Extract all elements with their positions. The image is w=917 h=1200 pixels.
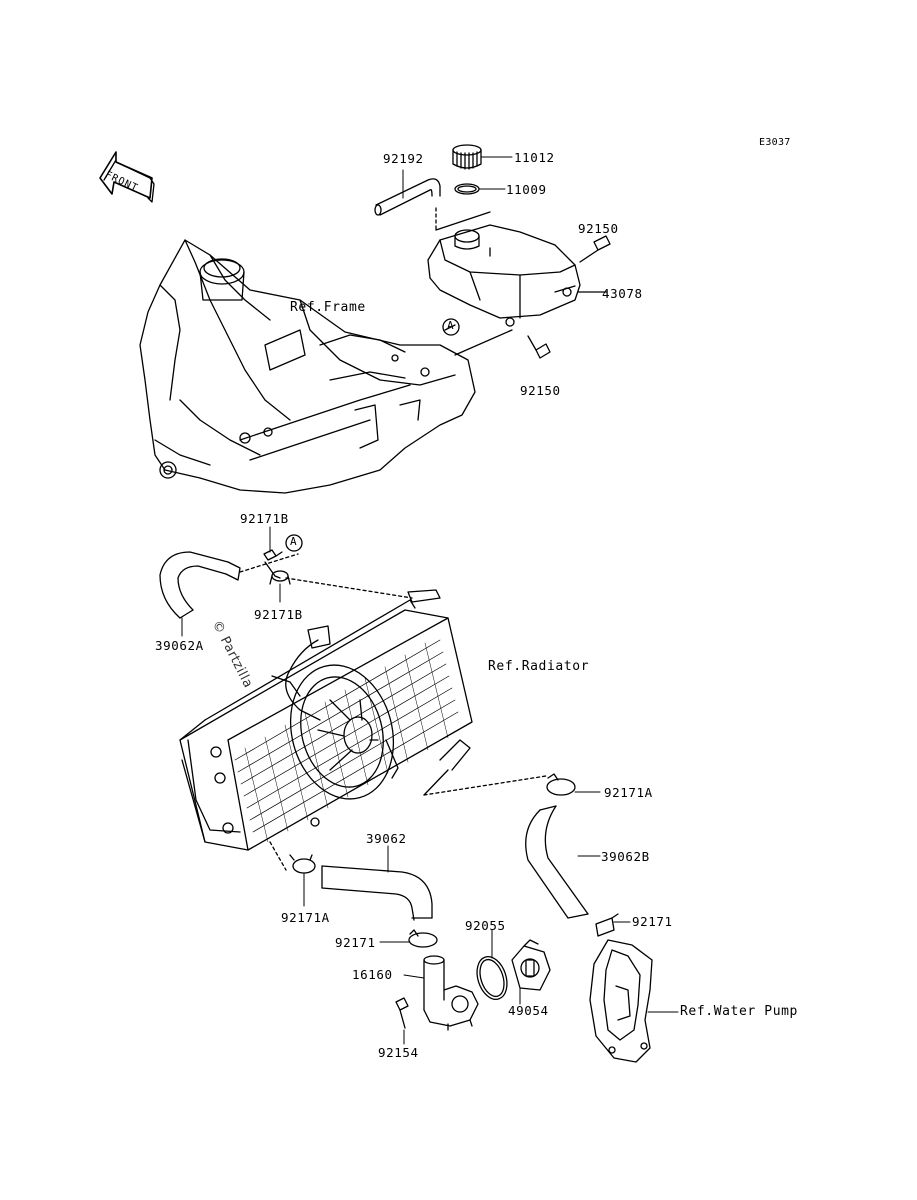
- part-label-39062b: 39062B: [601, 849, 650, 864]
- tank-hose-line: [454, 329, 513, 356]
- front-arrow-icon: FRONT: [99, 151, 155, 203]
- callout-a-hose: A: [290, 535, 298, 548]
- hose-39062b: [525, 805, 589, 919]
- hose-39062a: [159, 551, 241, 619]
- clamp-92171b-bottom-icon: [269, 570, 291, 585]
- part-label-43078: 43078: [602, 286, 643, 301]
- clamp-92171b-top-icon: [263, 549, 283, 561]
- part-label-92150-top: 92150: [578, 221, 619, 236]
- part-label-11009: 11009: [506, 182, 547, 197]
- part-label-11012: 11012: [514, 150, 555, 165]
- leader-lines: [181, 156, 679, 1045]
- clamp-92171-right-icon: [595, 913, 619, 937]
- callout-a-hose-icon: [285, 534, 303, 552]
- part-label-92171-left: 92171: [335, 935, 376, 950]
- part-label-49054: 49054: [508, 1003, 549, 1018]
- hose-92192: [374, 178, 441, 216]
- thermostat-49054-icon: [511, 939, 551, 991]
- thermostat-housing: [423, 955, 479, 1031]
- radiator-drawing: [179, 589, 473, 851]
- part-label-39062: 39062: [366, 831, 407, 846]
- callout-a-frame: A: [447, 319, 455, 332]
- ref-frame-label: Ref.Frame: [290, 300, 366, 315]
- part-label-92171b-bottom: 92171B: [254, 607, 303, 622]
- part-label-92055: 92055: [465, 918, 506, 933]
- diagram-code: E3037: [759, 137, 791, 148]
- part-label-92171a-right: 92171A: [604, 785, 653, 800]
- part-label-92150-bottom: 92150: [520, 383, 561, 398]
- ref-radiator-label: Ref.Radiator: [488, 659, 590, 674]
- frame-drawing: [139, 239, 476, 494]
- part-label-92154: 92154: [378, 1045, 419, 1060]
- bolt-92150-top-icon: [579, 235, 611, 263]
- hose-39062: [321, 865, 433, 921]
- part-label-92171a-left: 92171A: [281, 910, 330, 925]
- part-label-92171b-top: 92171B: [240, 511, 289, 526]
- callout-a-frame-icon: [442, 318, 460, 336]
- oring-92055-icon: [476, 955, 508, 1001]
- part-label-92171-right: 92171: [632, 914, 673, 929]
- clamp-92171a-left-icon: [289, 854, 316, 874]
- bolt-92154-icon: [395, 997, 409, 1029]
- clamp-92171a-right-icon: [546, 773, 576, 796]
- bolt-92150-bottom-icon: [527, 335, 551, 359]
- cap-icon: [452, 144, 482, 170]
- part-label-39062a: 39062A: [155, 638, 204, 653]
- part-label-92192: 92192: [383, 151, 424, 166]
- part-label-16160: 16160: [352, 967, 393, 982]
- clamp-92171-left-icon: [408, 929, 438, 948]
- ref-water-pump-label: Ref.Water Pump: [680, 1004, 798, 1019]
- water-pump-drawing: [589, 939, 653, 1063]
- reservoir-tank: [427, 224, 581, 327]
